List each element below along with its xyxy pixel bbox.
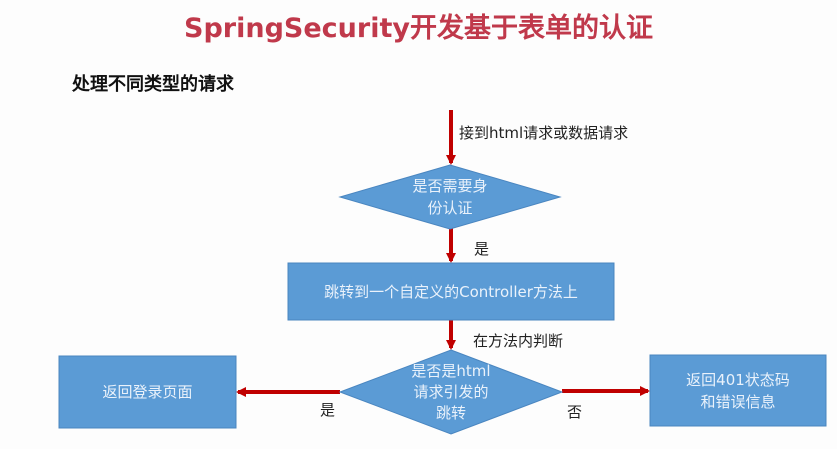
decision1-line2: 份认证 bbox=[427, 199, 473, 217]
decision-node-html bbox=[338, 349, 564, 435]
start-label: 接到html请求或数据请求 bbox=[459, 124, 629, 142]
no-result-line2: 和错误信息 bbox=[700, 392, 776, 411]
decision1-text: 是否需要身 份认证 bbox=[370, 173, 530, 221]
decision2-line1: 是否是html bbox=[411, 361, 491, 380]
section-heading: 处理不同类型的请求 bbox=[72, 74, 234, 95]
page-title: SpringSecurity开发基于表单的认证 bbox=[184, 13, 653, 44]
process1-out-label: 在方法内判断 bbox=[473, 332, 564, 350]
yes-result-text: 返回登录页面 bbox=[102, 383, 193, 401]
process-node-controller bbox=[287, 262, 615, 321]
decision2-yes-label: 是 bbox=[320, 401, 336, 419]
decision2-text: 是否是html 请求引发的 跳转 bbox=[380, 356, 522, 428]
decision2-no-label: 否 bbox=[567, 403, 583, 421]
no-result-text: 返回401状态码 和错误信息 bbox=[650, 355, 826, 426]
process1-text: 跳转到一个自定义的Controller方法上 bbox=[324, 282, 578, 301]
result-node-401 bbox=[649, 354, 827, 427]
decision2-line3: 跳转 bbox=[435, 403, 466, 422]
no-result-line1: 返回401状态码 bbox=[686, 370, 790, 389]
decision2-line2: 请求引发的 bbox=[413, 382, 489, 401]
decision1-yes-label: 是 bbox=[474, 240, 490, 258]
result-node-login-page bbox=[58, 355, 237, 429]
decision-node-auth bbox=[338, 164, 562, 230]
decision1-line1: 是否需要身 bbox=[412, 177, 488, 195]
